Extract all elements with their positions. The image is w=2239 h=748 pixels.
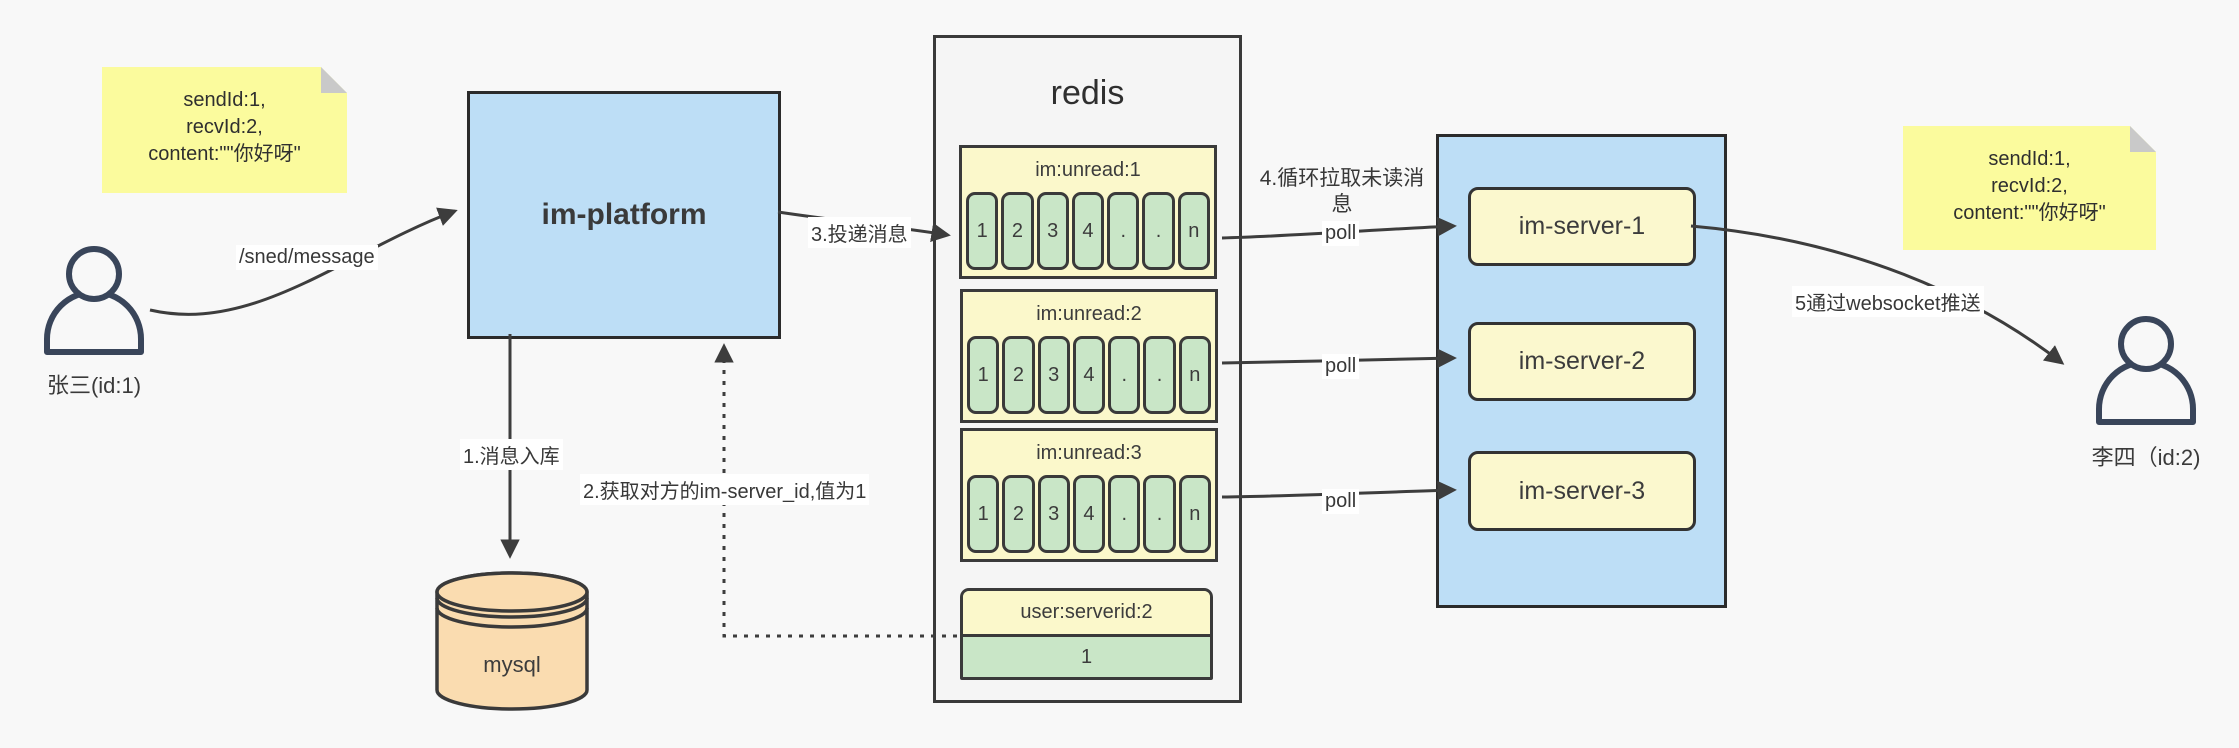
- note-fold-icon: [2130, 126, 2156, 152]
- edge-label-poll-3: poll: [1322, 489, 1360, 514]
- queue-cell: 1: [966, 192, 999, 270]
- queue-cell: n: [1178, 336, 1211, 414]
- queue-im-unread-3: im:unread:3 1 2 3 4 . . n: [960, 428, 1218, 562]
- queue-cell: 2: [1002, 336, 1035, 414]
- note-line: content:""你好呀": [148, 143, 301, 165]
- queue-cell: 1: [967, 475, 1000, 553]
- note-line: recvId:2,: [1991, 175, 2068, 197]
- note-line: sendId:1,: [183, 89, 266, 111]
- sender-avatar-icon: [44, 246, 144, 355]
- im-platform-box: im-platform: [467, 91, 781, 339]
- queue-im-unread-2: im:unread:2 1 2 3 4 . . n: [960, 289, 1218, 423]
- queue-cell: 4: [1071, 192, 1105, 270]
- im-server-2-label: im-server-2: [1518, 347, 1646, 375]
- queue-header: im:unread:3: [1036, 442, 1142, 464]
- im-server-1-box: im-server-1: [1468, 187, 1696, 266]
- edge-label-step3: 3.投递消息: [808, 217, 911, 248]
- queue-cells: 1 2 3 4 . . n: [962, 192, 1214, 276]
- queue-cell: 3: [1037, 336, 1070, 414]
- queue-cell: 4: [1072, 475, 1106, 553]
- queue-cell: .: [1108, 336, 1141, 414]
- im-server-1-label: im-server-1: [1518, 212, 1646, 240]
- edge-label-step5: 5通过websocket推送: [1792, 286, 1984, 317]
- queue-cell: 2: [1002, 475, 1035, 553]
- queue-cells: 1 2 3 4 . . n: [963, 336, 1215, 420]
- note-line: sendId:1,: [1988, 148, 2071, 170]
- sender-label: 张三(id:1): [46, 373, 142, 398]
- note-line: content:""你好呀": [1953, 202, 2106, 224]
- queue-header: im:unread:1: [1035, 159, 1141, 181]
- edge-label-step4: 4.循环拉取未读消息: [1259, 167, 1425, 216]
- queue-cell: 3: [1036, 192, 1069, 270]
- edge-label-poll-2: poll: [1322, 354, 1360, 379]
- queue-im-unread-1: im:unread:1 1 2 3 4 . . n: [959, 145, 1217, 279]
- kv-header: user:serverid:2: [963, 591, 1210, 637]
- mysql-cylinder-icon: [435, 571, 589, 711]
- edge-label-poll-1: poll: [1322, 221, 1360, 246]
- mysql-label: mysql: [483, 652, 541, 677]
- im-server-3-box: im-server-3: [1468, 451, 1696, 531]
- queue-cell: n: [1178, 475, 1211, 553]
- queue-cell: .: [1107, 192, 1140, 270]
- kv-user-serverid: user:serverid:2 1: [960, 588, 1213, 680]
- note-fold-icon: [321, 67, 347, 93]
- queue-cell: .: [1108, 475, 1141, 553]
- queue-cell: .: [1143, 475, 1176, 553]
- queue-cells: 1 2 3 4 . . n: [963, 475, 1215, 559]
- queue-cell: 3: [1037, 475, 1070, 553]
- edge-label-step1: 1.消息入库: [460, 439, 563, 470]
- queue-cell: 2: [1001, 192, 1034, 270]
- queue-cell: .: [1142, 192, 1175, 270]
- queue-cell: 1: [967, 336, 1000, 414]
- receiver-label: 李四（id:2): [2091, 445, 2201, 470]
- queue-cell: .: [1143, 336, 1176, 414]
- queue-cell: 4: [1072, 336, 1106, 414]
- receiver-avatar-icon: [2096, 316, 2196, 425]
- edge-label-send: /sned/message: [236, 245, 378, 270]
- queue-cell: n: [1177, 192, 1210, 270]
- sticky-note-left: sendId:1, recvId:2, content:""你好呀": [102, 67, 347, 193]
- note-line: recvId:2,: [186, 116, 263, 138]
- im-server-3-label: im-server-3: [1518, 476, 1646, 505]
- sticky-note-right: sendId:1, recvId:2, content:""你好呀": [1903, 126, 2156, 250]
- redis-title: redis: [1050, 74, 1125, 112]
- kv-value: 1: [1080, 646, 1093, 668]
- queue-header: im:unread:2: [1036, 303, 1142, 325]
- edge-label-step2: 2.获取对方的im-server_id,值为1: [580, 474, 870, 505]
- im-platform-label: im-platform: [541, 198, 707, 231]
- im-server-2-box: im-server-2: [1468, 322, 1696, 401]
